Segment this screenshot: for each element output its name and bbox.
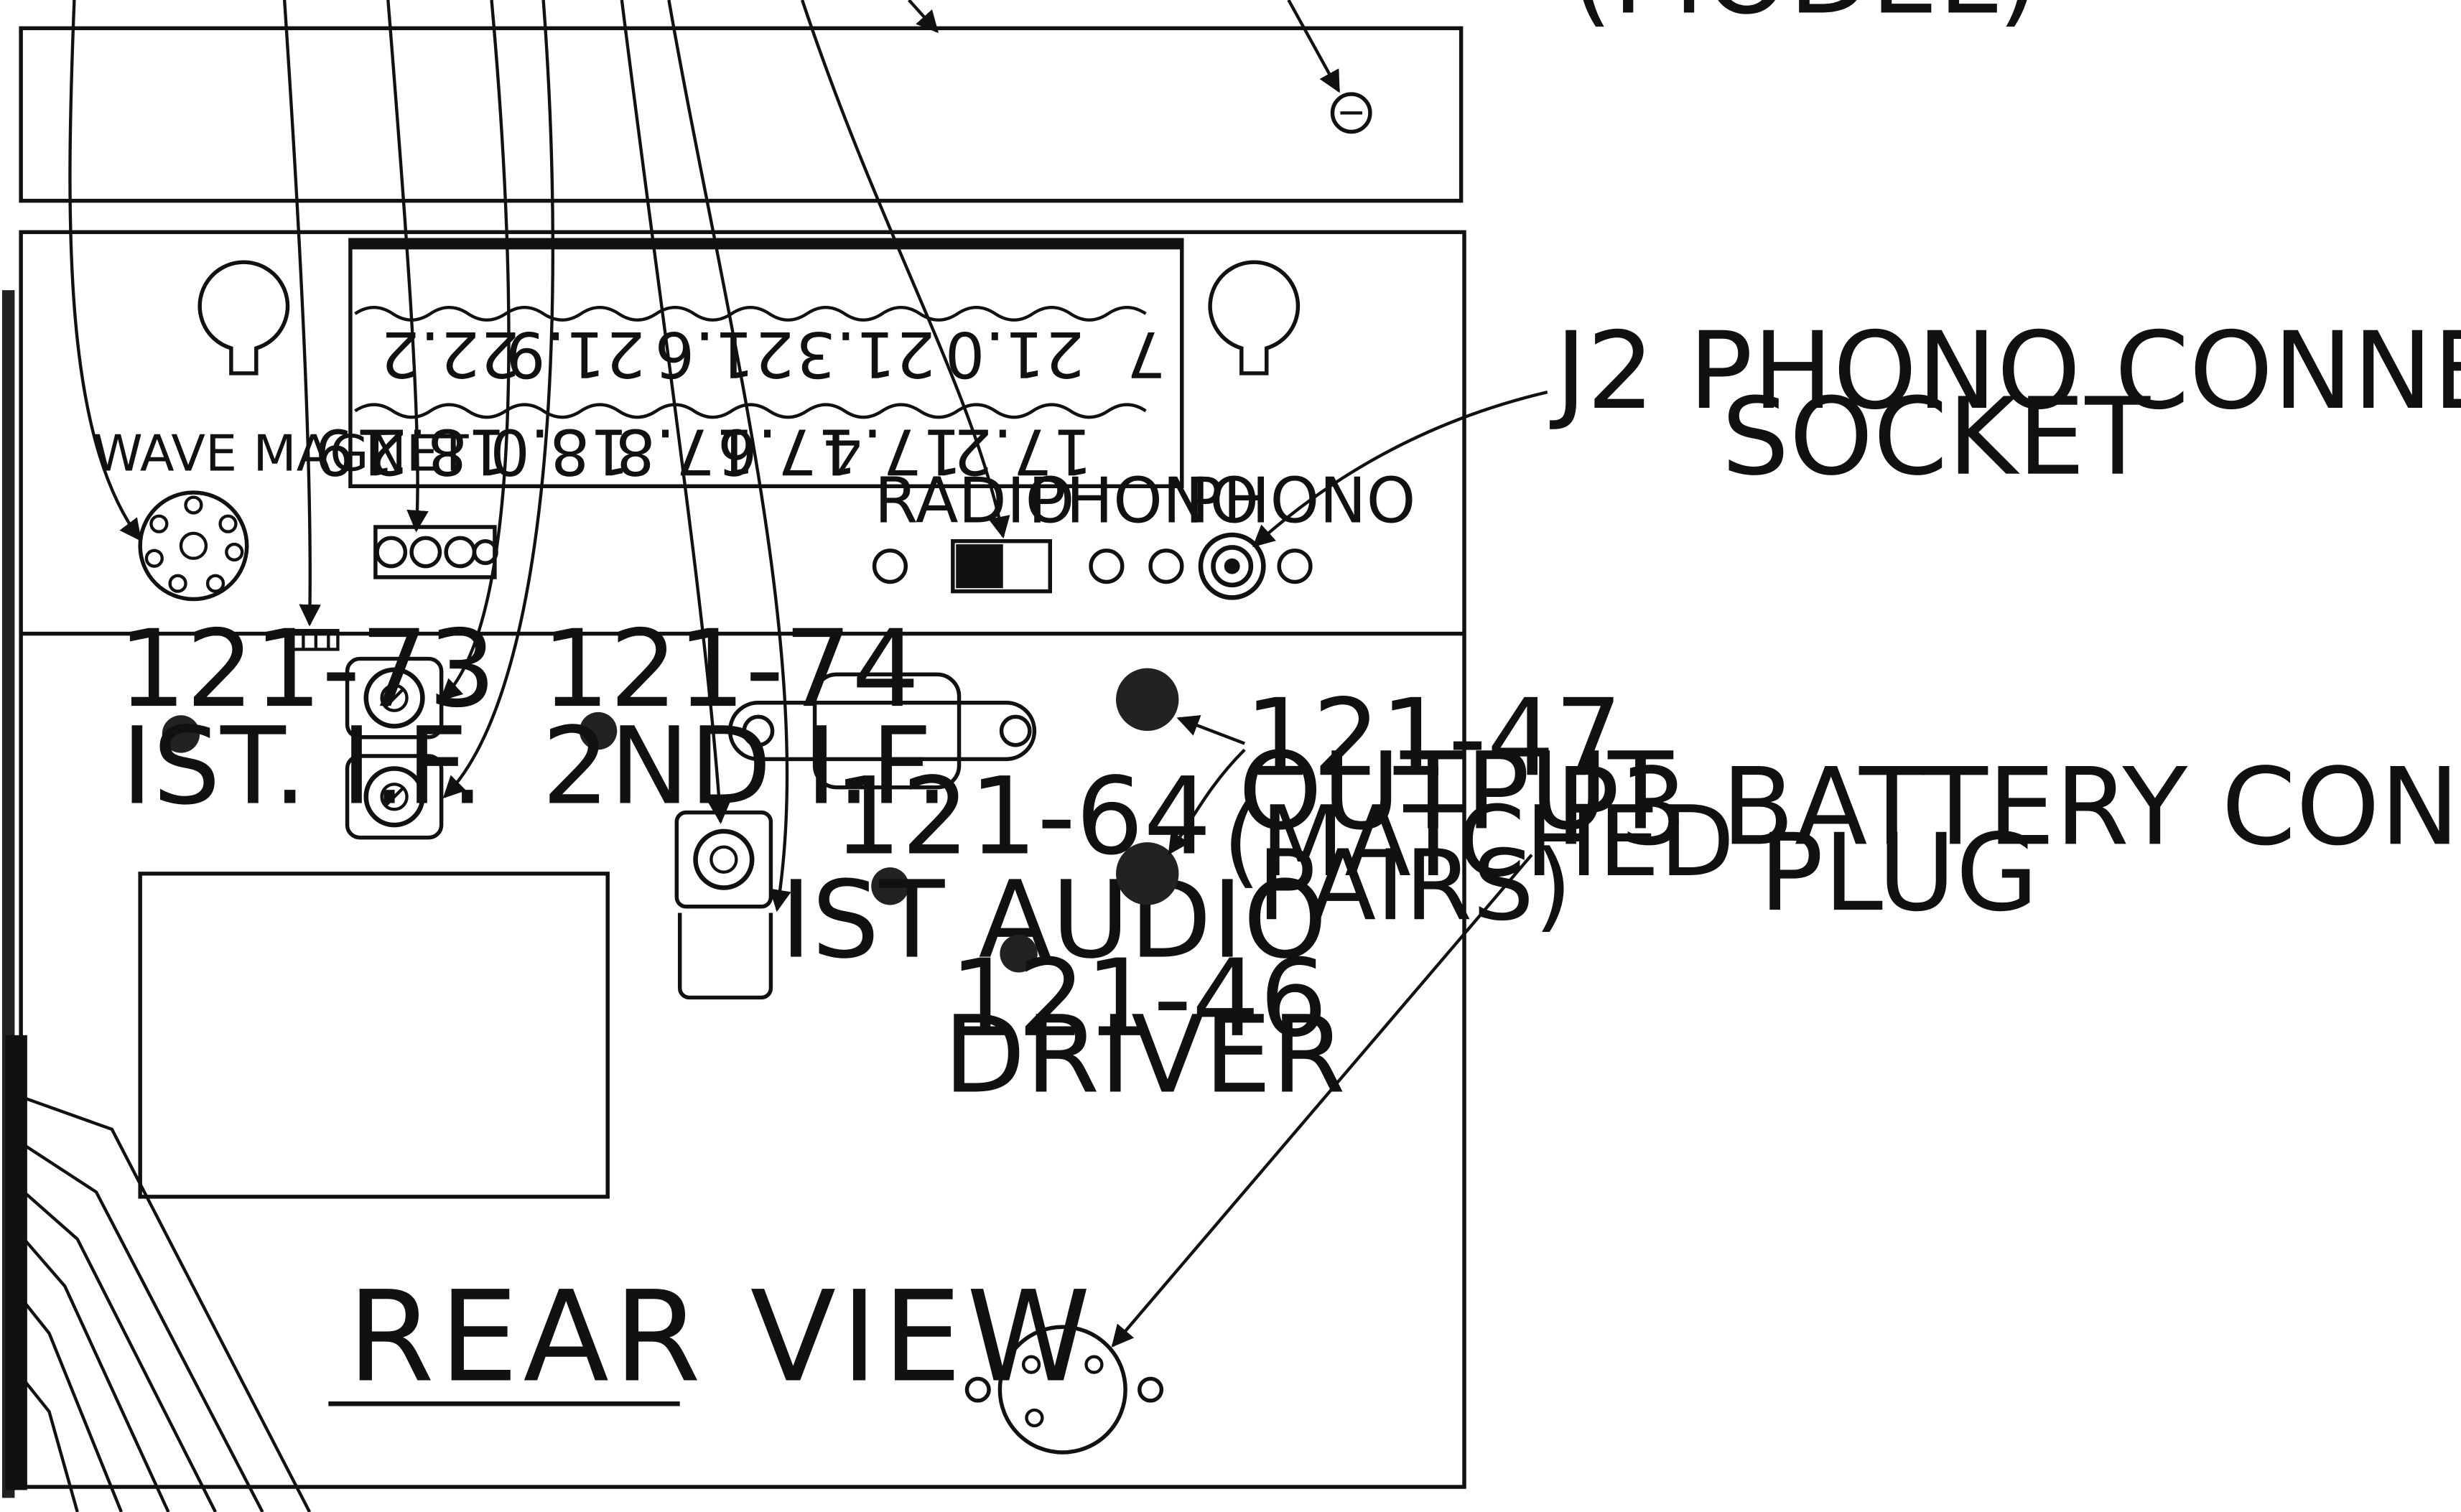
c121-64-pot-icon (871, 867, 909, 905)
hole-3-icon (1277, 549, 1313, 584)
small-connector-icon (289, 629, 340, 651)
j2-label-line2: SOCKET (1721, 375, 2151, 500)
ist-if-label: IST. I.F. (121, 705, 484, 829)
radio-hole-icon (872, 549, 908, 584)
j2-phono-socket-icon (1198, 532, 1266, 600)
dial-lower-3: 17.6 (717, 415, 857, 488)
output-label: OUTPUT (1238, 729, 1674, 854)
dial-upper-2: 21.0 (945, 317, 1085, 391)
p3-label-line2: PLUG (1759, 811, 2039, 935)
c121-73-pot-icon (162, 715, 200, 753)
rear-view-title: REAR VIEW (348, 1264, 1096, 1410)
dial-upper-5: 21.9 (506, 317, 646, 391)
keyhole-left-icon (197, 260, 290, 375)
radio-phono-switch[interactable] (951, 538, 1052, 594)
hole-2-icon (1148, 549, 1184, 584)
ist-audio-label: IST AUDIO (781, 859, 1328, 983)
dial-lower-6: 18.2 (368, 415, 508, 488)
matched-label-2: PAIRS) (1257, 829, 1573, 942)
hole-1-icon (1089, 549, 1125, 584)
dial-lower-2: 17.4 (822, 415, 962, 488)
dial-lower-1: 17.2 (953, 415, 1093, 488)
dial-upper-4: 21.6 (655, 317, 795, 391)
if-can-2-icon (345, 754, 444, 840)
c121-73-label: 121-73 (118, 607, 496, 732)
c121-46-pot-icon (1000, 935, 1038, 973)
c121-74-pot-icon (579, 711, 618, 750)
phono-switch-label: PHONO (1028, 464, 1259, 537)
top-panel (19, 26, 1464, 203)
dial-upper-3: 21.3 (796, 317, 936, 391)
phono-jack-label: PHONO (1185, 464, 1415, 537)
output-transistor-1-icon (1116, 668, 1179, 732)
dial-upper-6: 22.2 (380, 317, 520, 391)
audio-transformer-icon (674, 810, 773, 1000)
speaker-cutout (138, 872, 610, 1199)
c121-46-label: 121-46 (949, 937, 1327, 1061)
p3-label-line1: P3 BATTERY CONNECTOR (1555, 745, 2461, 869)
wave-magnet-socket-icon (138, 490, 249, 602)
output-transistor-2-icon (1116, 842, 1179, 905)
if-can-1-icon (345, 656, 444, 739)
driver-label: DRIVER (944, 994, 1346, 1118)
tube-socket-plate-icon (727, 672, 1037, 790)
j2-label-line1: J2 PHONO CONNECTOR (1550, 309, 2461, 434)
top-screw-icon (1330, 92, 1372, 134)
p3-battery-plug-icon (964, 1325, 1164, 1455)
matched-label-1: (MATCHED (1223, 785, 1735, 898)
top-right-partial-label: (MODEL) (1571, 0, 2039, 38)
dial-lower-5: 18.0 (490, 415, 630, 488)
radio-label: RADIO (875, 464, 1075, 537)
dial-lower-7: 19 (315, 415, 394, 488)
dial-scale: 7 21.0 21.3 21.6 21.9 22.2 17.2 17.4 17.… (315, 238, 1184, 488)
c121-74-label: 121-74 (541, 607, 919, 732)
left-cable-bundle (1, 290, 27, 1498)
leader-lines (22, 0, 1548, 1512)
keyhole-right-icon (1208, 260, 1301, 375)
chassis-outline (19, 230, 1466, 1489)
wave-magnet-label: WAVE MAGNET (93, 424, 469, 482)
terminal-strip-icon (373, 525, 498, 579)
dial-upper-1: 7 (1126, 317, 1166, 391)
c121-47-label: 121-47 (1245, 676, 1622, 801)
